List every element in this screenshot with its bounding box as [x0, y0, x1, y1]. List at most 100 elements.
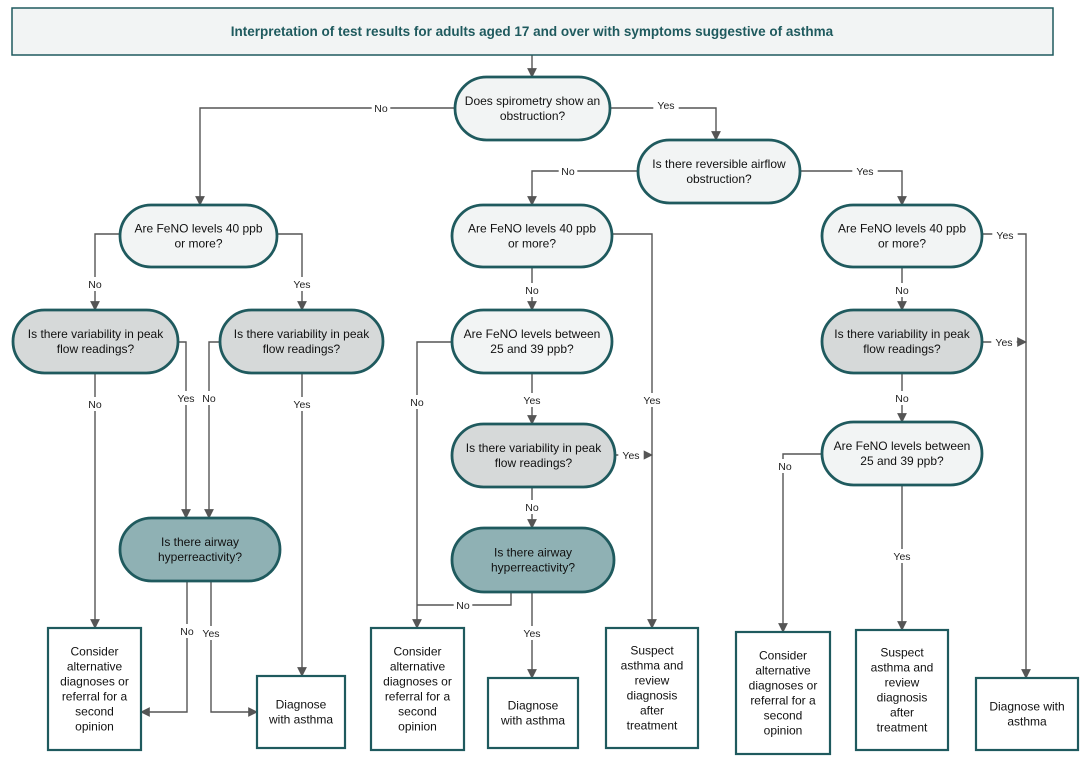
node-text-line: Consider: [70, 644, 118, 658]
edge-label-text: Yes: [856, 166, 873, 178]
edge-label-spiro-no: No: [371, 101, 391, 115]
edge-label-feno-b2-no: No: [407, 395, 427, 409]
connector-arrow: [210, 581, 258, 717]
node-text-line: flow readings?: [57, 342, 135, 356]
node-shape: [118, 203, 279, 269]
edge-label-text: No: [410, 397, 424, 409]
node-shape: [118, 516, 282, 583]
edge-label-text: No: [88, 279, 102, 291]
node-text-line: treatment: [627, 718, 678, 732]
node-text-line: alternative: [755, 663, 811, 677]
edge-label-text: No: [778, 461, 792, 473]
node-text-line: obstruction?: [500, 109, 566, 123]
edge-label-spiro-yes: Yes: [653, 98, 679, 112]
node-shape: [734, 630, 832, 756]
edge-label-ahr-b-no: No: [453, 598, 473, 612]
edge-label-text: Yes: [643, 395, 660, 407]
node-text-line: Are FeNO levels 40 ppb: [134, 221, 262, 235]
node-text-line: Is there reversible airflow: [652, 157, 786, 171]
edge-label-text: Yes: [202, 628, 219, 640]
node-shape: [820, 420, 984, 487]
edge-label-ahr-a-yes: Yes: [198, 626, 224, 640]
node-text-line: flow readings?: [863, 342, 941, 356]
edge-label-rev-no: No: [558, 164, 578, 178]
edge-label-text: Yes: [523, 395, 540, 407]
node-shape: [46, 626, 143, 752]
node-text-line: or more?: [508, 236, 556, 250]
connector-arrow: [982, 233, 1031, 679]
node-text-line: after: [640, 703, 664, 717]
edge-label-text: No: [895, 393, 909, 405]
edge-label-feno-c2-no: No: [775, 459, 795, 473]
connector-arrow: [277, 233, 307, 311]
node-text-line: flow readings?: [263, 342, 341, 356]
node-text-line: Are FeNO levels between: [834, 439, 971, 453]
node-text-line: alternative: [390, 659, 446, 673]
edge-label-text: No: [525, 285, 539, 297]
node-text-line: Is there variability in peak: [28, 327, 164, 341]
node-text-line: treatment: [877, 720, 928, 734]
edge-label-text: No: [202, 393, 216, 405]
node-shape: [450, 308, 614, 375]
node-shape: [255, 674, 347, 750]
node-text-line: asthma and: [871, 660, 934, 674]
node-shape: [636, 138, 802, 205]
edge-label-ahr-a-no: No: [177, 624, 197, 638]
connector-arrow: [195, 107, 455, 206]
node-text-line: Does spirometry show an: [465, 94, 600, 108]
node-text-line: asthma: [1007, 714, 1047, 728]
node-text-line: asthma and: [621, 658, 684, 672]
node-text-line: hyperreactivity?: [158, 550, 242, 564]
node-shape: [450, 526, 616, 594]
edge-label-feno-a-no: No: [85, 277, 105, 291]
node-shape: [486, 676, 580, 750]
node-shape: [369, 626, 466, 752]
node-text-line: alternative: [67, 659, 123, 673]
edge-label-feno-c-no: No: [892, 283, 912, 297]
edge-label-text: Yes: [996, 230, 1013, 242]
node-text-line: diagnoses or: [383, 674, 452, 688]
node-text-line: hyperreactivity?: [491, 560, 575, 574]
node-text-line: second: [764, 708, 803, 722]
edge-label-text: Yes: [622, 450, 639, 462]
edge-label-rev-yes: Yes: [852, 164, 878, 178]
edge-label-feno-b2-yes: Yes: [519, 393, 545, 407]
node-text-line: Are FeNO levels between: [464, 327, 601, 341]
node-text-line: referral for a: [750, 693, 816, 707]
node-shape: [450, 422, 617, 489]
edge-label-pf-b-yes: Yes: [289, 397, 315, 411]
edge-label-text: Yes: [293, 399, 310, 411]
node-text-line: Is there variability in peak: [834, 327, 970, 341]
node-text-line: diagnosis: [877, 690, 928, 704]
edge-label-text: No: [456, 600, 470, 612]
node-text-line: diagnoses or: [60, 674, 129, 688]
title-banner: Interpretation of test results for adult…: [11, 7, 1054, 56]
node-shape: [218, 308, 385, 375]
edge-label-pf-d-yes: Yes: [991, 335, 1017, 349]
node-text-line: Diagnose with: [989, 699, 1064, 713]
edge-label-text: No: [895, 285, 909, 297]
edge-label-text: Yes: [657, 100, 674, 112]
node-shape: [453, 75, 612, 142]
edge-label-text: Yes: [177, 393, 194, 405]
node-text-line: Suspect: [630, 643, 674, 657]
node-shape: [820, 203, 984, 269]
connector-arrow: [612, 233, 657, 629]
node-text-line: 25 and 39 ppb?: [860, 454, 944, 468]
node-text-line: Is there variability in peak: [466, 441, 602, 455]
node-text-line: diagnosis: [627, 688, 678, 702]
node-text-line: review: [635, 673, 670, 687]
